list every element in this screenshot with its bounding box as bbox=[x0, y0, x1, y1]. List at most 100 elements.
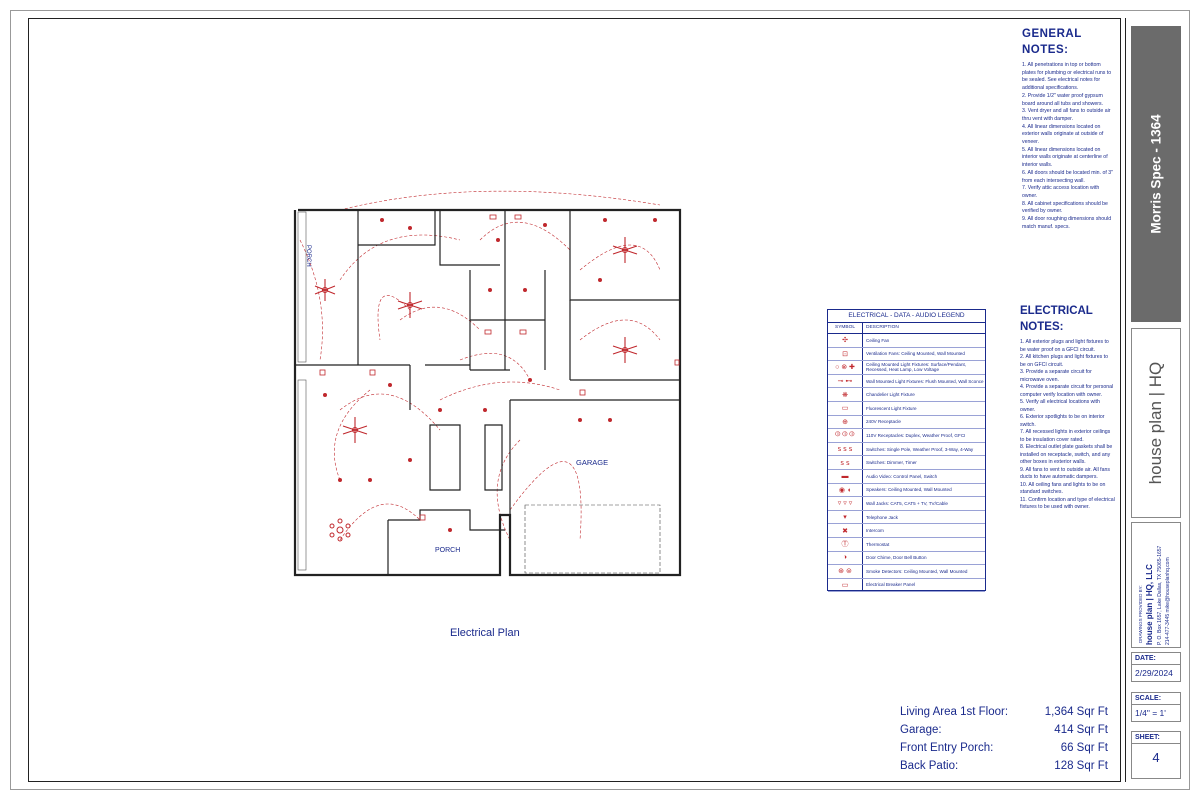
note-item: 9. All door roughing dimensions should m… bbox=[1022, 216, 1112, 230]
speaker-icon: ◉ ◖ bbox=[828, 483, 863, 497]
drawings-by-label: DRAWINGS PROVIDED BY: bbox=[1138, 585, 1143, 643]
av-panel-icon: ▬ bbox=[828, 469, 863, 483]
area-row: Back Patio:128 Sqr Ft bbox=[900, 760, 1108, 778]
wall-light-icon: ⊸ ⊷ bbox=[828, 374, 863, 388]
company-address: P. O. Box 1657, Lake Dallas, TX 75065-16… bbox=[1157, 545, 1163, 645]
area-value: 1,364 Sqr Ft bbox=[1044, 706, 1108, 718]
scale-box: SCALE: 1/4" = 1' bbox=[1131, 692, 1181, 722]
legend-title: ELECTRICAL - DATA - AUDIO LEGEND bbox=[828, 310, 985, 323]
drawing-frame bbox=[28, 18, 1121, 782]
thermostat-icon: Ⓣ bbox=[828, 537, 863, 551]
note-item: 4. Provide a separate circuit for person… bbox=[1020, 384, 1114, 398]
area-label: Garage: bbox=[900, 724, 942, 736]
date-label: DATE: bbox=[1132, 653, 1180, 665]
legend-description: Smoke Detectors: Ceiling Mounted, Wall M… bbox=[866, 568, 968, 574]
interior-walls bbox=[295, 210, 680, 575]
company-info-panel: DRAWINGS PROVIDED BY: house plan | HQ, L… bbox=[1131, 522, 1181, 648]
note-item: 6. Exterior spotlights to be on interior… bbox=[1020, 414, 1105, 428]
electrical-notes-list: 1. All exterior plugs and light fixtures… bbox=[1020, 339, 1115, 512]
wall-jack-icon: ▿ ▿ ▿ bbox=[828, 497, 863, 510]
chandelier-icon: ❋ bbox=[828, 388, 863, 401]
switch-icon: ꜱ ꜱ ꜱ bbox=[828, 442, 863, 456]
legend-description: Door Chime, Door Bell Button bbox=[866, 555, 927, 561]
chandelier bbox=[329, 518, 351, 542]
legend-row: ▾Telephone Jack bbox=[828, 510, 985, 525]
legend-description: Wall Jacks: CAT5, CAT5 + TV, TV/Cable bbox=[866, 500, 948, 506]
company-name: house plan | HQ, LLC bbox=[1145, 564, 1154, 645]
garage-door bbox=[524, 504, 661, 574]
note-item: 2. Provide 1/2" water proof gypsum board… bbox=[1022, 92, 1104, 107]
legend-row: ⊛ ⊜Smoke Detectors: Ceiling Mounted, Wal… bbox=[828, 565, 985, 579]
legend-header-row: SYMBOL DESCRIPTION bbox=[828, 323, 985, 334]
legend-description: Speakers: Ceiling Mounted, Wall Mounted bbox=[866, 487, 952, 493]
sheet-number: 4 bbox=[1152, 750, 1160, 765]
area-label: Front Entry Porch: bbox=[900, 742, 994, 754]
smoke-detector-icon: ⊛ ⊜ bbox=[828, 565, 863, 578]
electrical-legend: ELECTRICAL - DATA - AUDIO LEGEND SYMBOL … bbox=[827, 309, 986, 593]
ceiling-fans bbox=[314, 237, 638, 443]
project-name-panel: Morris Spec - 1364 bbox=[1131, 26, 1181, 322]
note-item: 3. Vent dryer and all fans to outside ai… bbox=[1022, 108, 1111, 122]
fluorescent-light-icon: ▭ bbox=[828, 401, 863, 415]
electrical-floor-plan: PORCH GARAGE PORCH bbox=[293, 190, 682, 577]
area-label: Back Patio: bbox=[900, 760, 959, 772]
area-row: Front Entry Porch: 66 Sqr Ft bbox=[900, 742, 1108, 760]
legend-description: Ceiling Fan bbox=[866, 337, 890, 343]
legend-row: ✣Ceiling Fan bbox=[828, 334, 985, 348]
electrical-devices bbox=[323, 218, 657, 532]
note-item: 2. All kitchen plugs and light fixtures … bbox=[1020, 354, 1108, 368]
legend-description: Audio Video: Control Panel, Switch bbox=[866, 473, 938, 479]
legend-description: Ceiling Mounted Light Fixtures: Surface/… bbox=[866, 362, 967, 373]
area-row: Living Area 1st Floor: 1,364 Sqr Ft bbox=[900, 706, 1108, 724]
plan-title: Electrical Plan bbox=[450, 627, 520, 639]
legend-rows: ✣Ceiling Fan⊡Ventilation Fans: Ceiling M… bbox=[828, 334, 985, 593]
sheet-border bbox=[10, 10, 1190, 790]
note-item: 1. All penetrations in top or bottom pla… bbox=[1022, 62, 1112, 92]
logo-panel: house plan | HQ bbox=[1131, 328, 1181, 518]
company-logo: house plan | HQ bbox=[1146, 361, 1165, 485]
note-item: 7. All recessed lights in exterior ceili… bbox=[1020, 429, 1111, 443]
area-label: Living Area 1st Floor: bbox=[900, 706, 1009, 718]
ceiling-light-icon: ○ ⊗ ✚ bbox=[828, 361, 863, 374]
breaker-panel-icon: ▭ bbox=[828, 578, 863, 592]
note-item: 8. All cabinet specifications should be … bbox=[1022, 200, 1108, 215]
legend-row: ⦶ ⦶ ⦶110V Receptacles: Duplex, Weather P… bbox=[828, 429, 985, 443]
note-item: 10. All ceiling fans and lights to be on… bbox=[1020, 481, 1106, 496]
note-item: 4. All linear dimensions located on exte… bbox=[1022, 123, 1104, 146]
general-notes-list: 1. All penetrations in top or bottom pla… bbox=[1022, 62, 1114, 231]
legend-row: ⊸ ⊷Wall Mounted Light Fixtures: Flush Mo… bbox=[828, 374, 985, 389]
area-value: 414 Sqr Ft bbox=[1054, 724, 1108, 736]
ventilation-fan-icon: ⊡ bbox=[828, 347, 863, 361]
legend-description: Switches: Dimmer, Timer bbox=[866, 460, 917, 466]
legend-description: Telephone Jack bbox=[866, 514, 898, 520]
porch-columns bbox=[297, 211, 307, 571]
title-block-divider bbox=[1125, 18, 1126, 782]
legend-row: ⊡Ventilation Fans: Ceiling Mounted, Wall… bbox=[828, 347, 985, 362]
project-name: Morris Spec - 1364 bbox=[1148, 114, 1164, 234]
legend-row: ▭Fluorescent Light Fixture bbox=[828, 401, 985, 416]
legend-col-description: DESCRIPTION bbox=[866, 325, 899, 330]
scale-label: SCALE: bbox=[1132, 693, 1180, 705]
legend-col-symbol: SYMBOL bbox=[828, 323, 863, 333]
legend-description: Wall Mounted Light Fixtures: Flush Mount… bbox=[866, 378, 984, 384]
legend-description: Switches: Single Pole, Weather Proof, 3-… bbox=[866, 446, 974, 452]
date-value: 2/29/2024 bbox=[1135, 668, 1173, 678]
legend-row: ▬Audio Video: Control Panel, Switch bbox=[828, 469, 985, 484]
wall-receptacles bbox=[319, 214, 680, 521]
240v-receptacle-icon: ⊕ bbox=[828, 415, 863, 429]
door-chime-icon: ◑ bbox=[828, 551, 863, 565]
note-item: 1. All exterior plugs and light fixtures… bbox=[1020, 339, 1109, 353]
area-summary: Living Area 1st Floor: 1,364 Sqr Ft Garag… bbox=[900, 706, 1108, 778]
legend-description: Chandelier Light Fixture bbox=[866, 392, 915, 398]
note-item: 3. Provide a separate circuit for microw… bbox=[1020, 369, 1092, 383]
legend-row: ○ ⊗ ✚Ceiling Mounted Light Fixtures: Sur… bbox=[828, 361, 985, 375]
area-value: 66 Sqr Ft bbox=[1060, 742, 1108, 754]
note-item: 6. All doors should be located min. of 3… bbox=[1022, 169, 1113, 184]
